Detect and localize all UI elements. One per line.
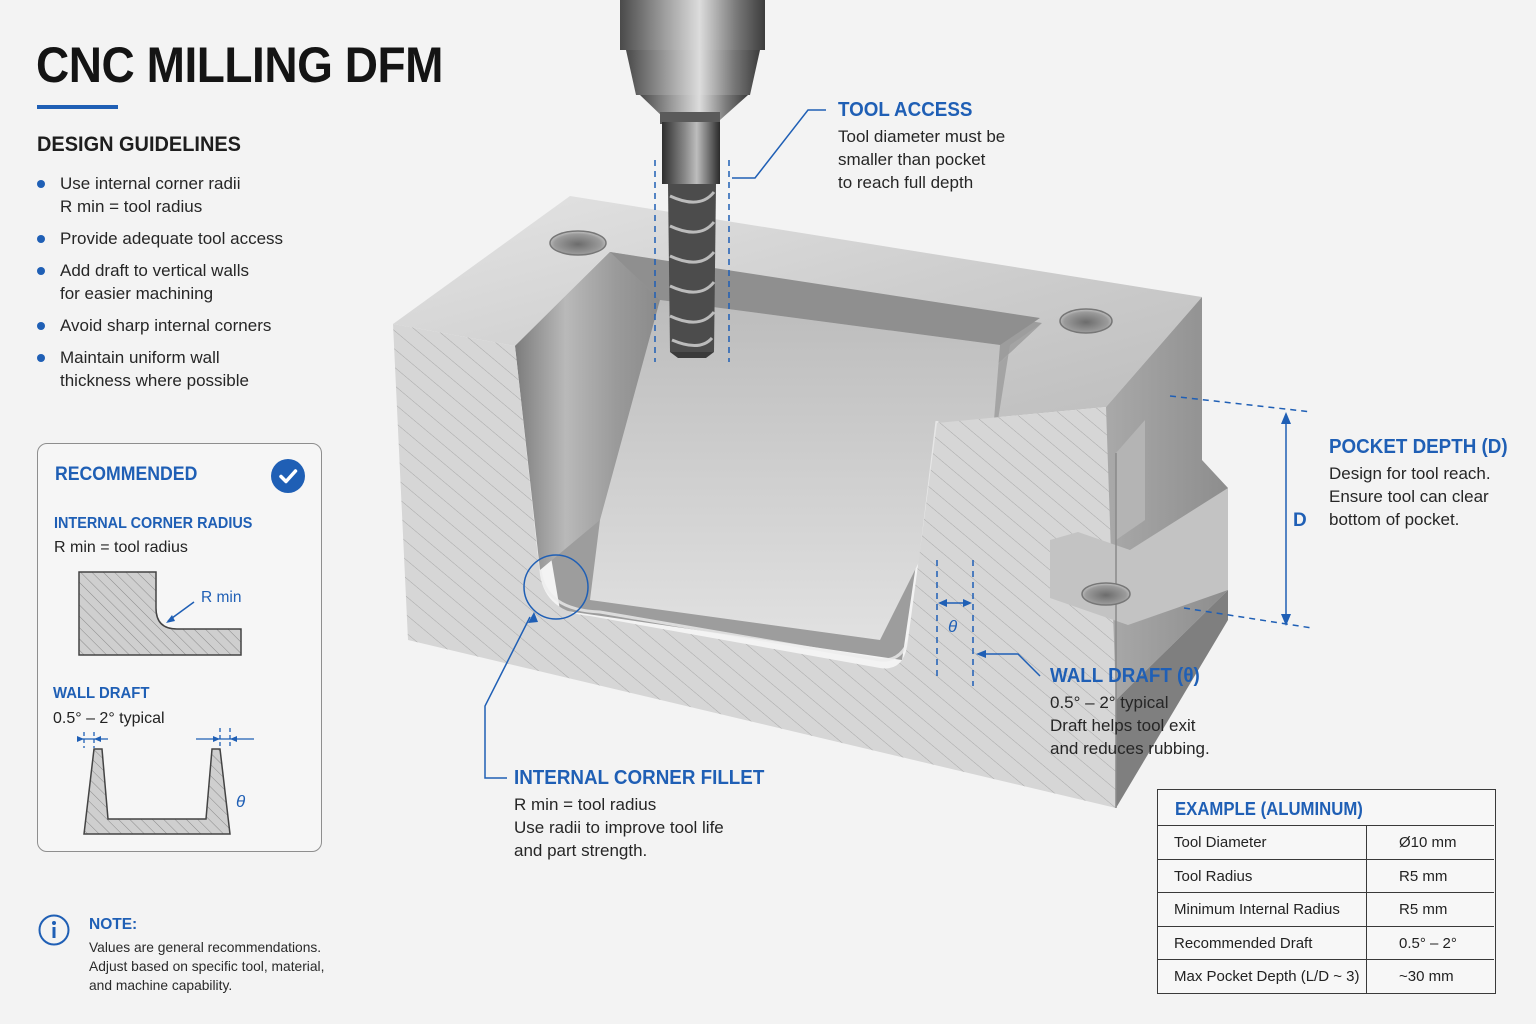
- tool-access-heading: TOOL ACCESS: [838, 99, 973, 121]
- bullet-icon: [37, 235, 45, 243]
- pocket-depth-heading: POCKET DEPTH (D): [1329, 436, 1508, 458]
- pocket-depth-text: Design for tool reach. Ensure tool can c…: [1329, 464, 1491, 529]
- depth-dimension-label: D: [1293, 510, 1307, 531]
- guideline-item: Add draft to vertical walls for easier m…: [37, 259, 337, 305]
- pocket-back-wall: [610, 252, 1040, 345]
- page-title: CNC MILLING DFM: [36, 37, 444, 93]
- corner-radius-heading: INTERNAL CORNER RADIUS: [54, 515, 253, 532]
- bullet-icon: [37, 267, 45, 275]
- front-section-face: [393, 324, 1116, 808]
- corner-radius-diagram: [78, 571, 242, 656]
- corner-fillet-text: R min = tool radius Use radii to improve…: [514, 795, 724, 860]
- guideline-item: Maintain uniform wall thickness where po…: [37, 346, 337, 392]
- wall-draft-text: 0.5° – 2° typical: [53, 710, 165, 727]
- guidelines-heading: DESIGN GUIDELINES: [37, 133, 241, 156]
- corner-fillet-heading: INTERNAL CORNER FILLET: [514, 767, 765, 789]
- guideline-item: Avoid sharp internal corners: [37, 314, 337, 337]
- pocket-left-wall: [515, 252, 660, 570]
- bullet-icon: [37, 354, 45, 362]
- title-underline: [37, 105, 118, 109]
- corner-radius-text: R min = tool radius: [54, 539, 188, 556]
- mounting-hole: [1059, 308, 1113, 334]
- recommended-card: RECOMMENDED INTERNAL CORNER RADIUS R min…: [37, 443, 322, 852]
- guideline-item: Provide adequate tool access: [37, 227, 337, 250]
- table-row: Max Pocket Depth (L/D ~ 3)~30 mm: [1158, 959, 1494, 993]
- pocket-floor: [590, 300, 1000, 640]
- wall-draft-callout-heading: WALL DRAFT (θ): [1050, 665, 1200, 687]
- tool-holder: [620, 0, 765, 50]
- wall-draft-heading: WALL DRAFT: [53, 685, 150, 702]
- theta-label: θ: [236, 792, 246, 811]
- draft-angle-label: θ: [948, 617, 958, 636]
- r-min-label: R min: [201, 589, 242, 606]
- bullet-icon: [37, 180, 45, 188]
- end-mill-shank: [662, 122, 720, 184]
- note-body: Values are general recommendations. Adju…: [89, 940, 325, 993]
- guideline-item: Use internal corner radii R min = tool r…: [37, 172, 337, 218]
- check-icon: [271, 459, 305, 493]
- table-column-divider: [1366, 826, 1367, 993]
- wall-draft-diagram: [77, 728, 254, 835]
- tool-access-text: Tool diameter must be smaller than pocke…: [838, 127, 1006, 192]
- info-icon: [38, 914, 70, 946]
- wall-draft-callout-text: 0.5° – 2° typical Draft helps tool exit …: [1050, 693, 1210, 758]
- example-table-title: EXAMPLE (ALUMINUM): [1175, 799, 1363, 819]
- mounting-hole: [549, 230, 607, 256]
- recommended-title: RECOMMENDED: [55, 464, 198, 485]
- mounting-hole: [1081, 582, 1131, 606]
- end-mill-flutes: [668, 184, 716, 352]
- note-heading: NOTE:: [89, 916, 138, 933]
- guidelines-list: Use internal corner radii R min = tool r…: [37, 172, 337, 401]
- bullet-icon: [37, 322, 45, 330]
